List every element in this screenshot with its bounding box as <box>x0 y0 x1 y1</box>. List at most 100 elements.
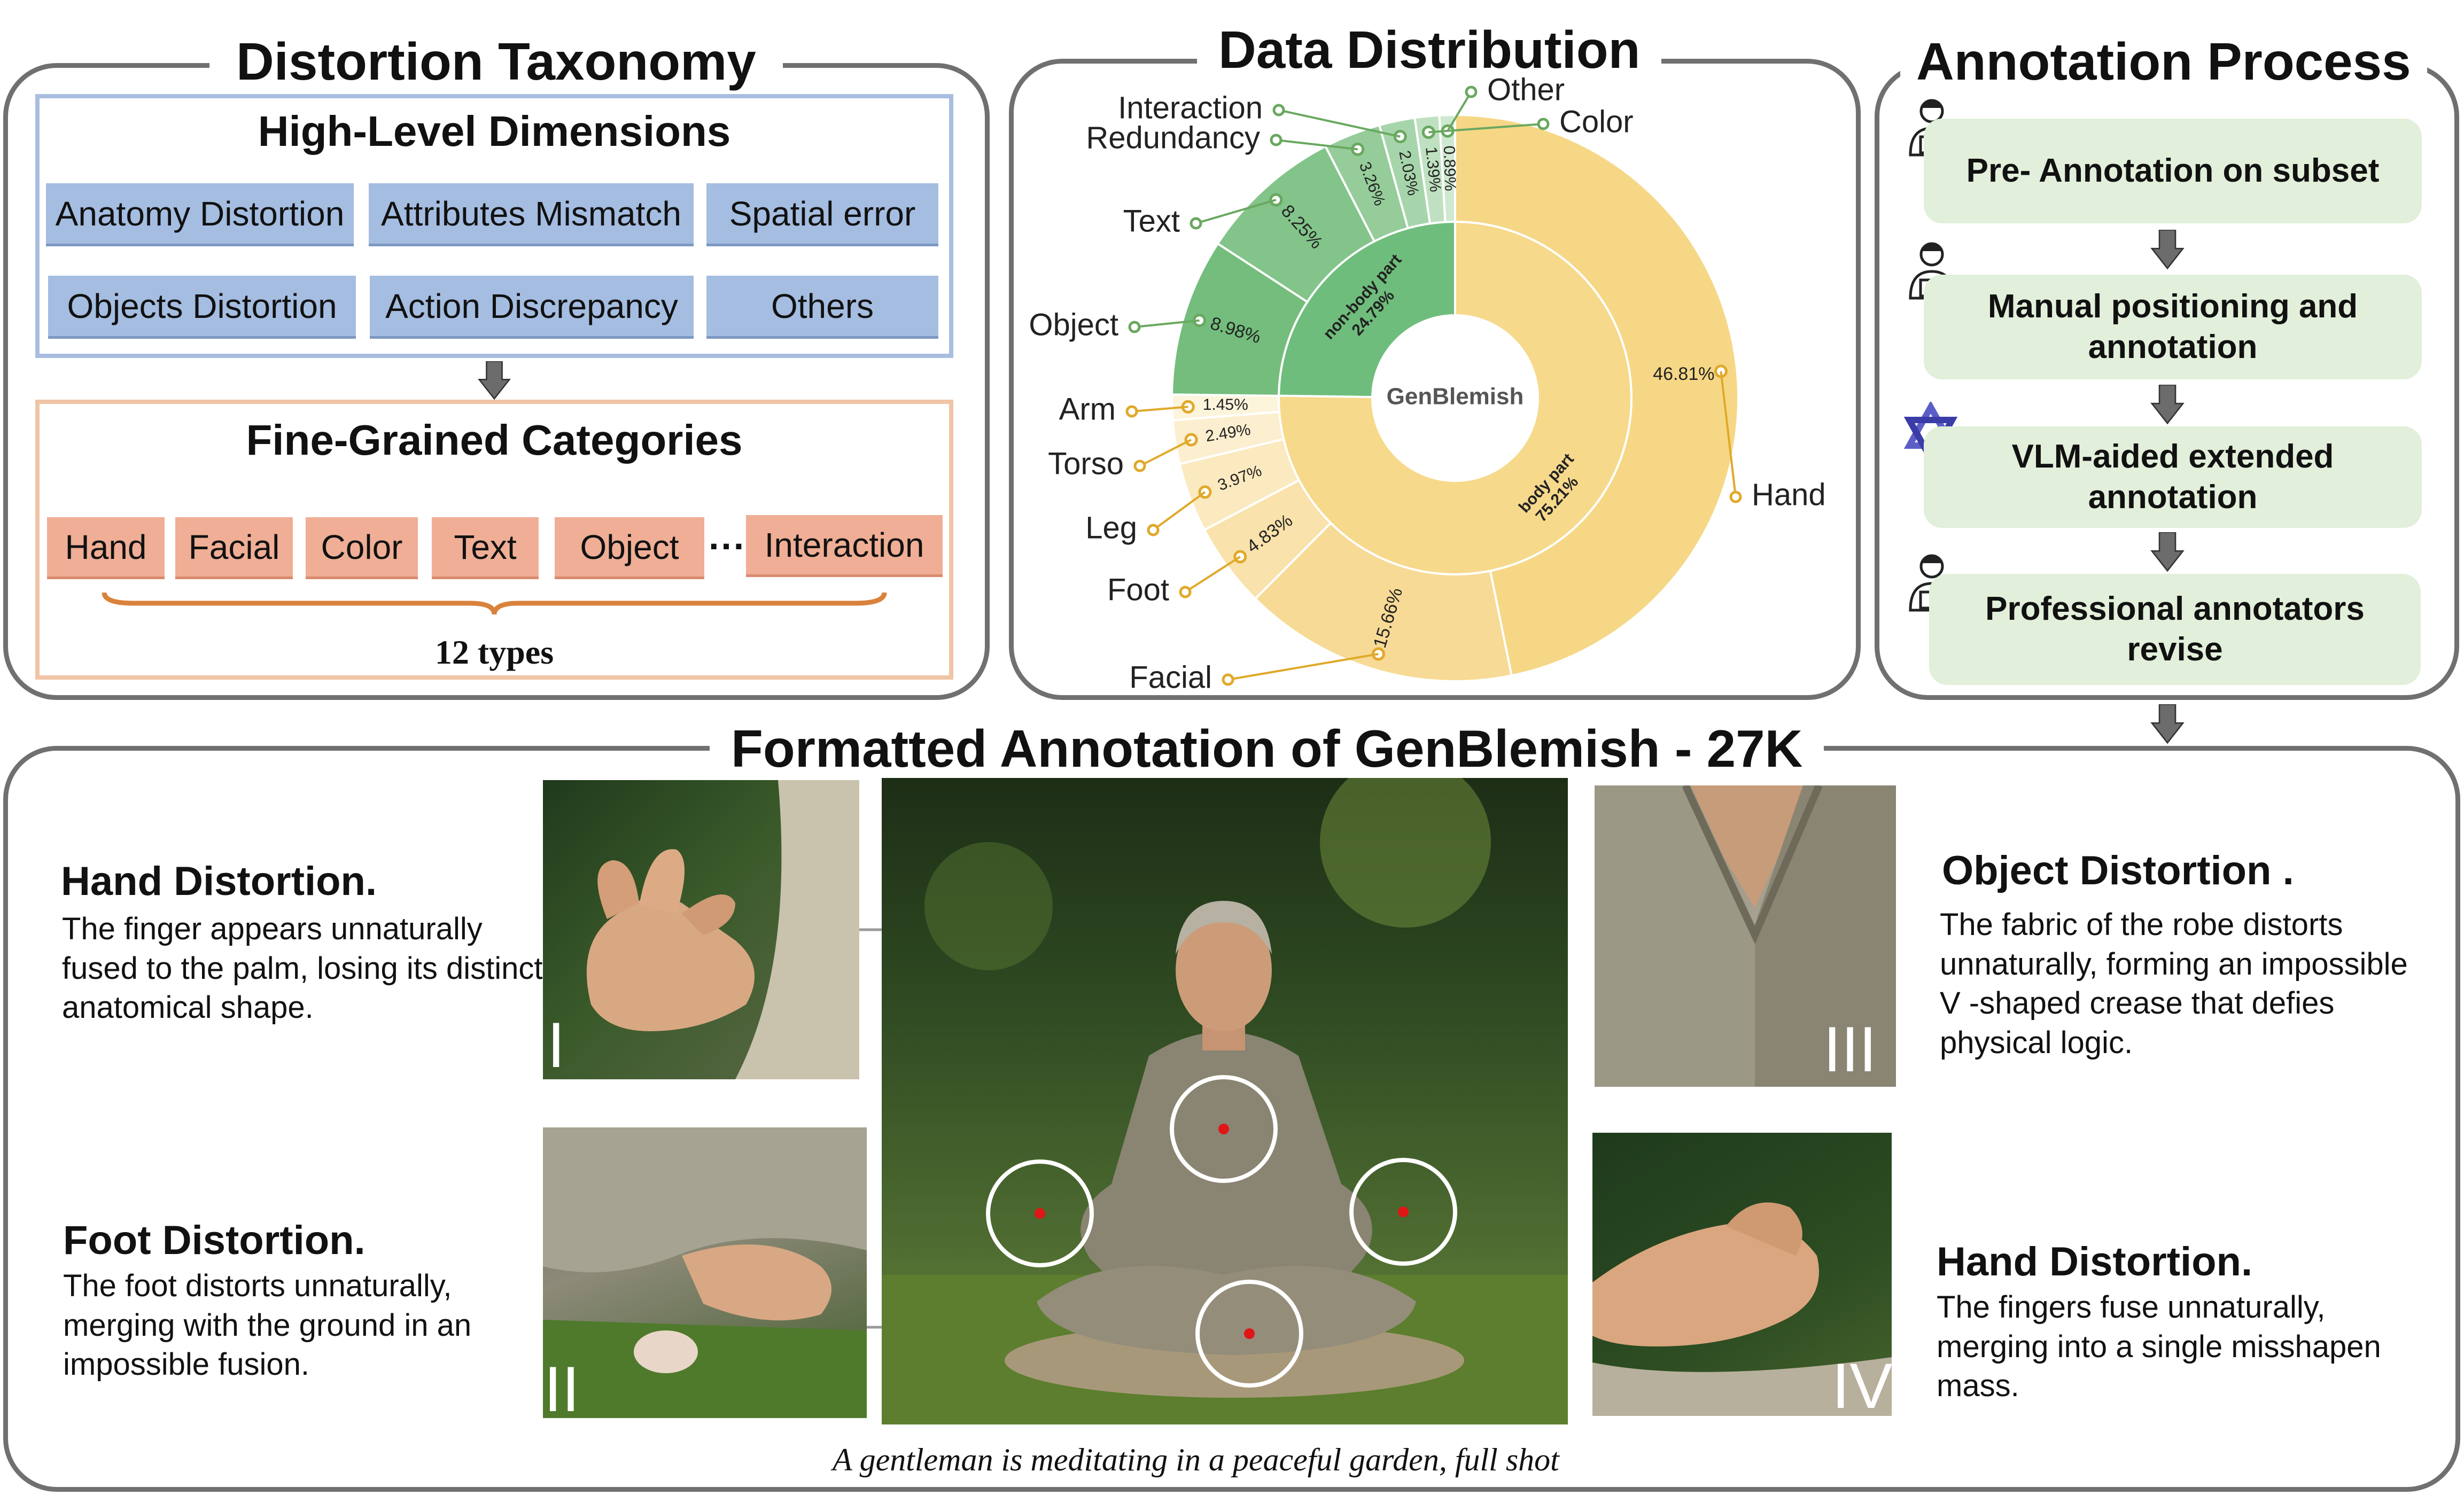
outer-slice-other <box>1438 113 1456 223</box>
crop-hand-2 <box>1592 1133 1892 1416</box>
chip-object: Object <box>555 517 704 579</box>
category-label-object: Object <box>1029 307 1118 342</box>
leader-line-interaction <box>1278 109 1401 138</box>
chip-objects-distortion: Objects Distortion <box>48 276 356 339</box>
step-manual-positioning: Manual positioning and annotation <box>1924 275 2422 379</box>
hand-illustration-2 <box>1592 1202 1892 1416</box>
category-label-color: Color <box>1559 104 1634 139</box>
crop-hand-1 <box>543 780 859 1079</box>
chip-hand: Hand <box>47 517 165 579</box>
ellipsis: ··· <box>709 525 746 567</box>
leader-line-leg <box>1152 491 1206 531</box>
fine-grained-box <box>35 400 953 680</box>
outer-slice-hand <box>1454 113 1739 677</box>
high-level-box <box>35 94 953 358</box>
leader-end-text <box>1190 217 1202 230</box>
leader-end-arm <box>1125 405 1138 418</box>
chip-interaction: Interaction <box>746 515 943 577</box>
description-title-1: Hand Distortion. <box>61 859 377 904</box>
leader-line-other <box>1447 91 1472 132</box>
chip-action-discrepancy: Action Discrepancy <box>370 276 694 339</box>
high-level-title: High-Level Dimensions <box>258 107 731 155</box>
category-label-text: Text <box>1123 204 1180 238</box>
category-label-interaction: Interaction <box>1118 90 1263 125</box>
crop-robe <box>1595 785 1896 1087</box>
chip-others: Others <box>706 276 938 339</box>
taxonomy-title: Distortion Taxonomy <box>209 35 783 88</box>
outer-value-hand: 46.81% <box>1653 364 1714 384</box>
leader-end-object <box>1128 321 1141 333</box>
description-text-3: The fabric of the robe distorts unnatura… <box>1940 907 2408 1060</box>
leader-end-foot <box>1179 586 1192 598</box>
hand-illustration <box>586 780 859 1079</box>
chip-color: Color <box>306 517 418 579</box>
distribution-title: Data Distribution <box>1197 24 1662 76</box>
leader-end-interaction <box>1272 104 1285 116</box>
chart-center-label: GenBlemish <box>1387 384 1524 410</box>
fine-grained-title: Fine-Grained Categories <box>246 416 743 464</box>
down-arrow-icon <box>2150 230 2185 269</box>
leader-line-hand <box>1720 371 1737 497</box>
category-label-hand: Hand <box>1752 477 1826 512</box>
types-label: 12 types <box>434 633 554 671</box>
category-label-redundancy: Redundancy <box>1086 120 1260 155</box>
meditation-illustration <box>882 778 1568 1424</box>
leader-dot-text <box>1269 193 1283 207</box>
description-text-1: The finger appears unnaturally fused to … <box>62 912 543 1025</box>
leader-end-hand <box>1729 490 1742 503</box>
numeral-2: II <box>544 1353 580 1425</box>
down-arrow-icon <box>2150 532 2185 572</box>
leader-end-other <box>1465 85 1478 98</box>
numeral-1: I <box>547 1009 565 1081</box>
chip-anatomy-distortion: Anatomy Distortion <box>46 183 354 246</box>
category-label-foot: Foot <box>1107 572 1169 607</box>
crop-foot <box>543 1127 867 1418</box>
leader-end-color <box>1537 118 1550 130</box>
leader-line-foot <box>1184 556 1241 593</box>
down-arrow-icon <box>2150 704 2185 744</box>
outer-value-arm: 1.45% <box>1203 396 1248 414</box>
category-label-arm: Arm <box>1059 392 1116 426</box>
chart-center <box>1374 317 1536 479</box>
step-vlm-aided: VLM-aided extended annotation <box>1924 426 2422 528</box>
chip-facial: Facial <box>175 517 293 579</box>
outer-value-other: 0.89% <box>1440 145 1459 191</box>
chip-spatial-error: Spatial error <box>706 183 938 246</box>
photo-caption: A gentleman is meditating in a peaceful … <box>833 1442 1559 1477</box>
curly-brace <box>102 592 887 615</box>
leader-line-object <box>1134 319 1200 328</box>
numeral-3: III <box>1823 1014 1877 1085</box>
leader-line-text <box>1195 199 1277 224</box>
step-professional-revise: Professional annotators revise <box>1929 574 2421 685</box>
robe-illustration <box>1595 785 1896 1087</box>
leader-end-torso <box>1133 460 1146 472</box>
leader-line-torso <box>1139 439 1192 467</box>
step-pre-annotation: Pre- Annotation on subset <box>1924 119 2422 223</box>
down-arrow-icon <box>2150 385 2185 424</box>
description-title-2: Foot Distortion. <box>63 1218 366 1263</box>
outer-slice-facial <box>1254 521 1513 682</box>
numeral-4: IV <box>1832 1350 1893 1422</box>
leader-line-arm <box>1131 406 1188 412</box>
chip-text: Text <box>432 517 539 579</box>
category-label-facial: Facial <box>1129 660 1212 695</box>
leader-line-redundancy <box>1276 139 1358 151</box>
description-title-3: Object Distortion . <box>1942 848 2294 893</box>
category-label-leg: Leg <box>1085 510 1137 545</box>
chip-attributes-mismatch: Attributes Mismatch <box>369 183 694 246</box>
main-photo <box>882 778 1568 1424</box>
down-arrow-icon <box>478 361 511 400</box>
leader-end-leg <box>1147 524 1160 536</box>
region-markers <box>986 1075 1457 1388</box>
annotation-title: Annotation Process <box>1900 35 2427 88</box>
leader-line-facial <box>1227 652 1379 681</box>
leader-end-redundancy <box>1270 134 1282 146</box>
foot-illustration <box>543 1127 867 1418</box>
category-label-other: Other <box>1487 72 1565 107</box>
description-title-4: Hand Distortion. <box>1937 1239 2253 1284</box>
leader-end-facial <box>1222 673 1234 686</box>
description-text-4: The fingers fuse unnaturally, merging in… <box>1937 1290 2381 1404</box>
category-label-torso: Torso <box>1048 446 1124 481</box>
formatted-title: Formatted Annotation of GenBlemish - 27K <box>710 722 1824 775</box>
